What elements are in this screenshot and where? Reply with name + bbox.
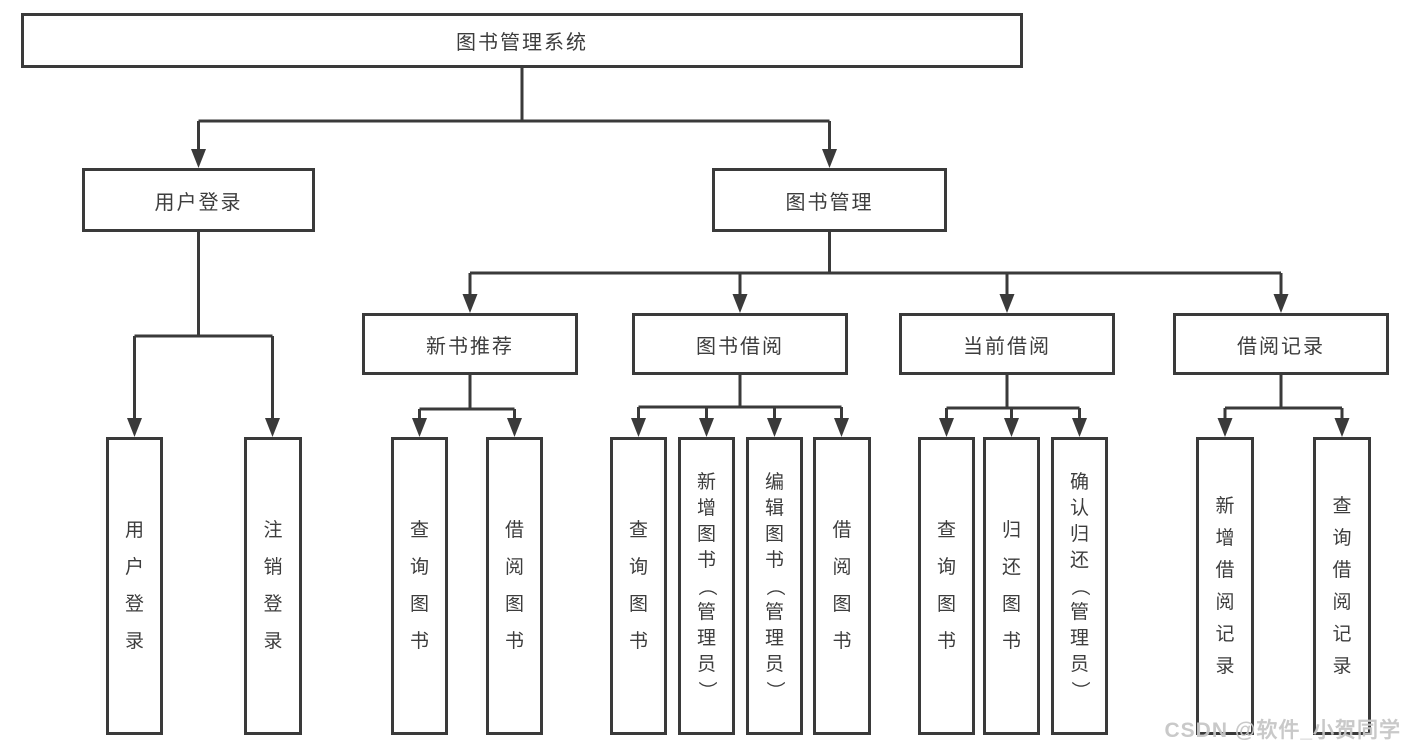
node-label: 查询借阅记录 bbox=[1332, 495, 1352, 677]
node-leaf-confirm-return-admin: 确认归还（管理员） bbox=[1051, 437, 1108, 735]
node-label: 图书管理系统 bbox=[456, 32, 588, 54]
node-library-management-system: 图书管理系统 bbox=[21, 13, 1023, 68]
node-leaf-query-borrow-record: 查询借阅记录 bbox=[1313, 437, 1371, 735]
node-label: 新增借阅记录 bbox=[1215, 495, 1235, 677]
node-label: 图书管理 bbox=[785, 191, 874, 214]
node-label: 借阅图书 bbox=[504, 520, 524, 652]
node-label: 归还图书 bbox=[1001, 520, 1021, 652]
node-label: 注销登录 bbox=[263, 520, 283, 652]
node-book-management: 图书管理 bbox=[712, 168, 947, 232]
node-label: 借阅图书 bbox=[832, 520, 852, 652]
node-leaf-user-login: 用户登录 bbox=[106, 437, 163, 735]
connector-book-management-to-level3 bbox=[462, 232, 1289, 313]
node-leaf-borrow-books: 借阅图书 bbox=[813, 437, 871, 735]
node-leaf-query-books-borrowing: 查询图书 bbox=[610, 437, 667, 735]
node-label: 编辑图书（管理员） bbox=[763, 471, 785, 700]
node-leaf-logout: 注销登录 bbox=[244, 437, 302, 735]
connector-book-borrowing-to-leaves bbox=[631, 375, 849, 437]
node-leaf-borrow-books-recommend: 借阅图书 bbox=[486, 437, 543, 735]
connector-current-borrowing-to-leaves bbox=[939, 375, 1087, 437]
node-label: 用户登录 bbox=[154, 191, 243, 214]
node-leaf-add-books-admin: 新增图书（管理员） bbox=[678, 437, 735, 735]
node-label: 查询图书 bbox=[936, 520, 956, 652]
connector-root-to-level2 bbox=[191, 68, 837, 168]
node-label: 图书借阅 bbox=[696, 335, 784, 358]
node-user-login: 用户登录 bbox=[82, 168, 315, 232]
node-leaf-query-books-recommend: 查询图书 bbox=[391, 437, 448, 735]
node-leaf-edit-books-admin: 编辑图书（管理员） bbox=[746, 437, 803, 735]
node-label: 新书推荐 bbox=[426, 335, 514, 358]
node-label: 确认归还（管理员） bbox=[1068, 471, 1090, 700]
node-new-book-recommend: 新书推荐 bbox=[362, 313, 578, 375]
node-label: 借阅记录 bbox=[1237, 335, 1325, 358]
connector-new-book-recommend-to-leaves bbox=[412, 375, 522, 437]
node-label: 查询图书 bbox=[628, 520, 648, 652]
node-borrowing-records: 借阅记录 bbox=[1173, 313, 1389, 375]
node-leaf-query-books-current: 查询图书 bbox=[918, 437, 975, 735]
node-label: 用户登录 bbox=[124, 520, 144, 652]
node-label: 查询图书 bbox=[409, 520, 429, 652]
node-leaf-return-books: 归还图书 bbox=[983, 437, 1040, 735]
csdn-watermark: CSDN @软件_小贺同学 bbox=[1164, 719, 1401, 742]
node-book-borrowing: 图书借阅 bbox=[632, 313, 848, 375]
connector-borrowing-records-to-leaves bbox=[1217, 375, 1350, 437]
node-label: 新增图书（管理员） bbox=[695, 471, 717, 700]
node-current-borrowing: 当前借阅 bbox=[899, 313, 1115, 375]
connector-user-login-to-leaves bbox=[127, 232, 280, 437]
node-leaf-add-borrow-record: 新增借阅记录 bbox=[1196, 437, 1254, 735]
node-label: 当前借阅 bbox=[963, 335, 1051, 358]
